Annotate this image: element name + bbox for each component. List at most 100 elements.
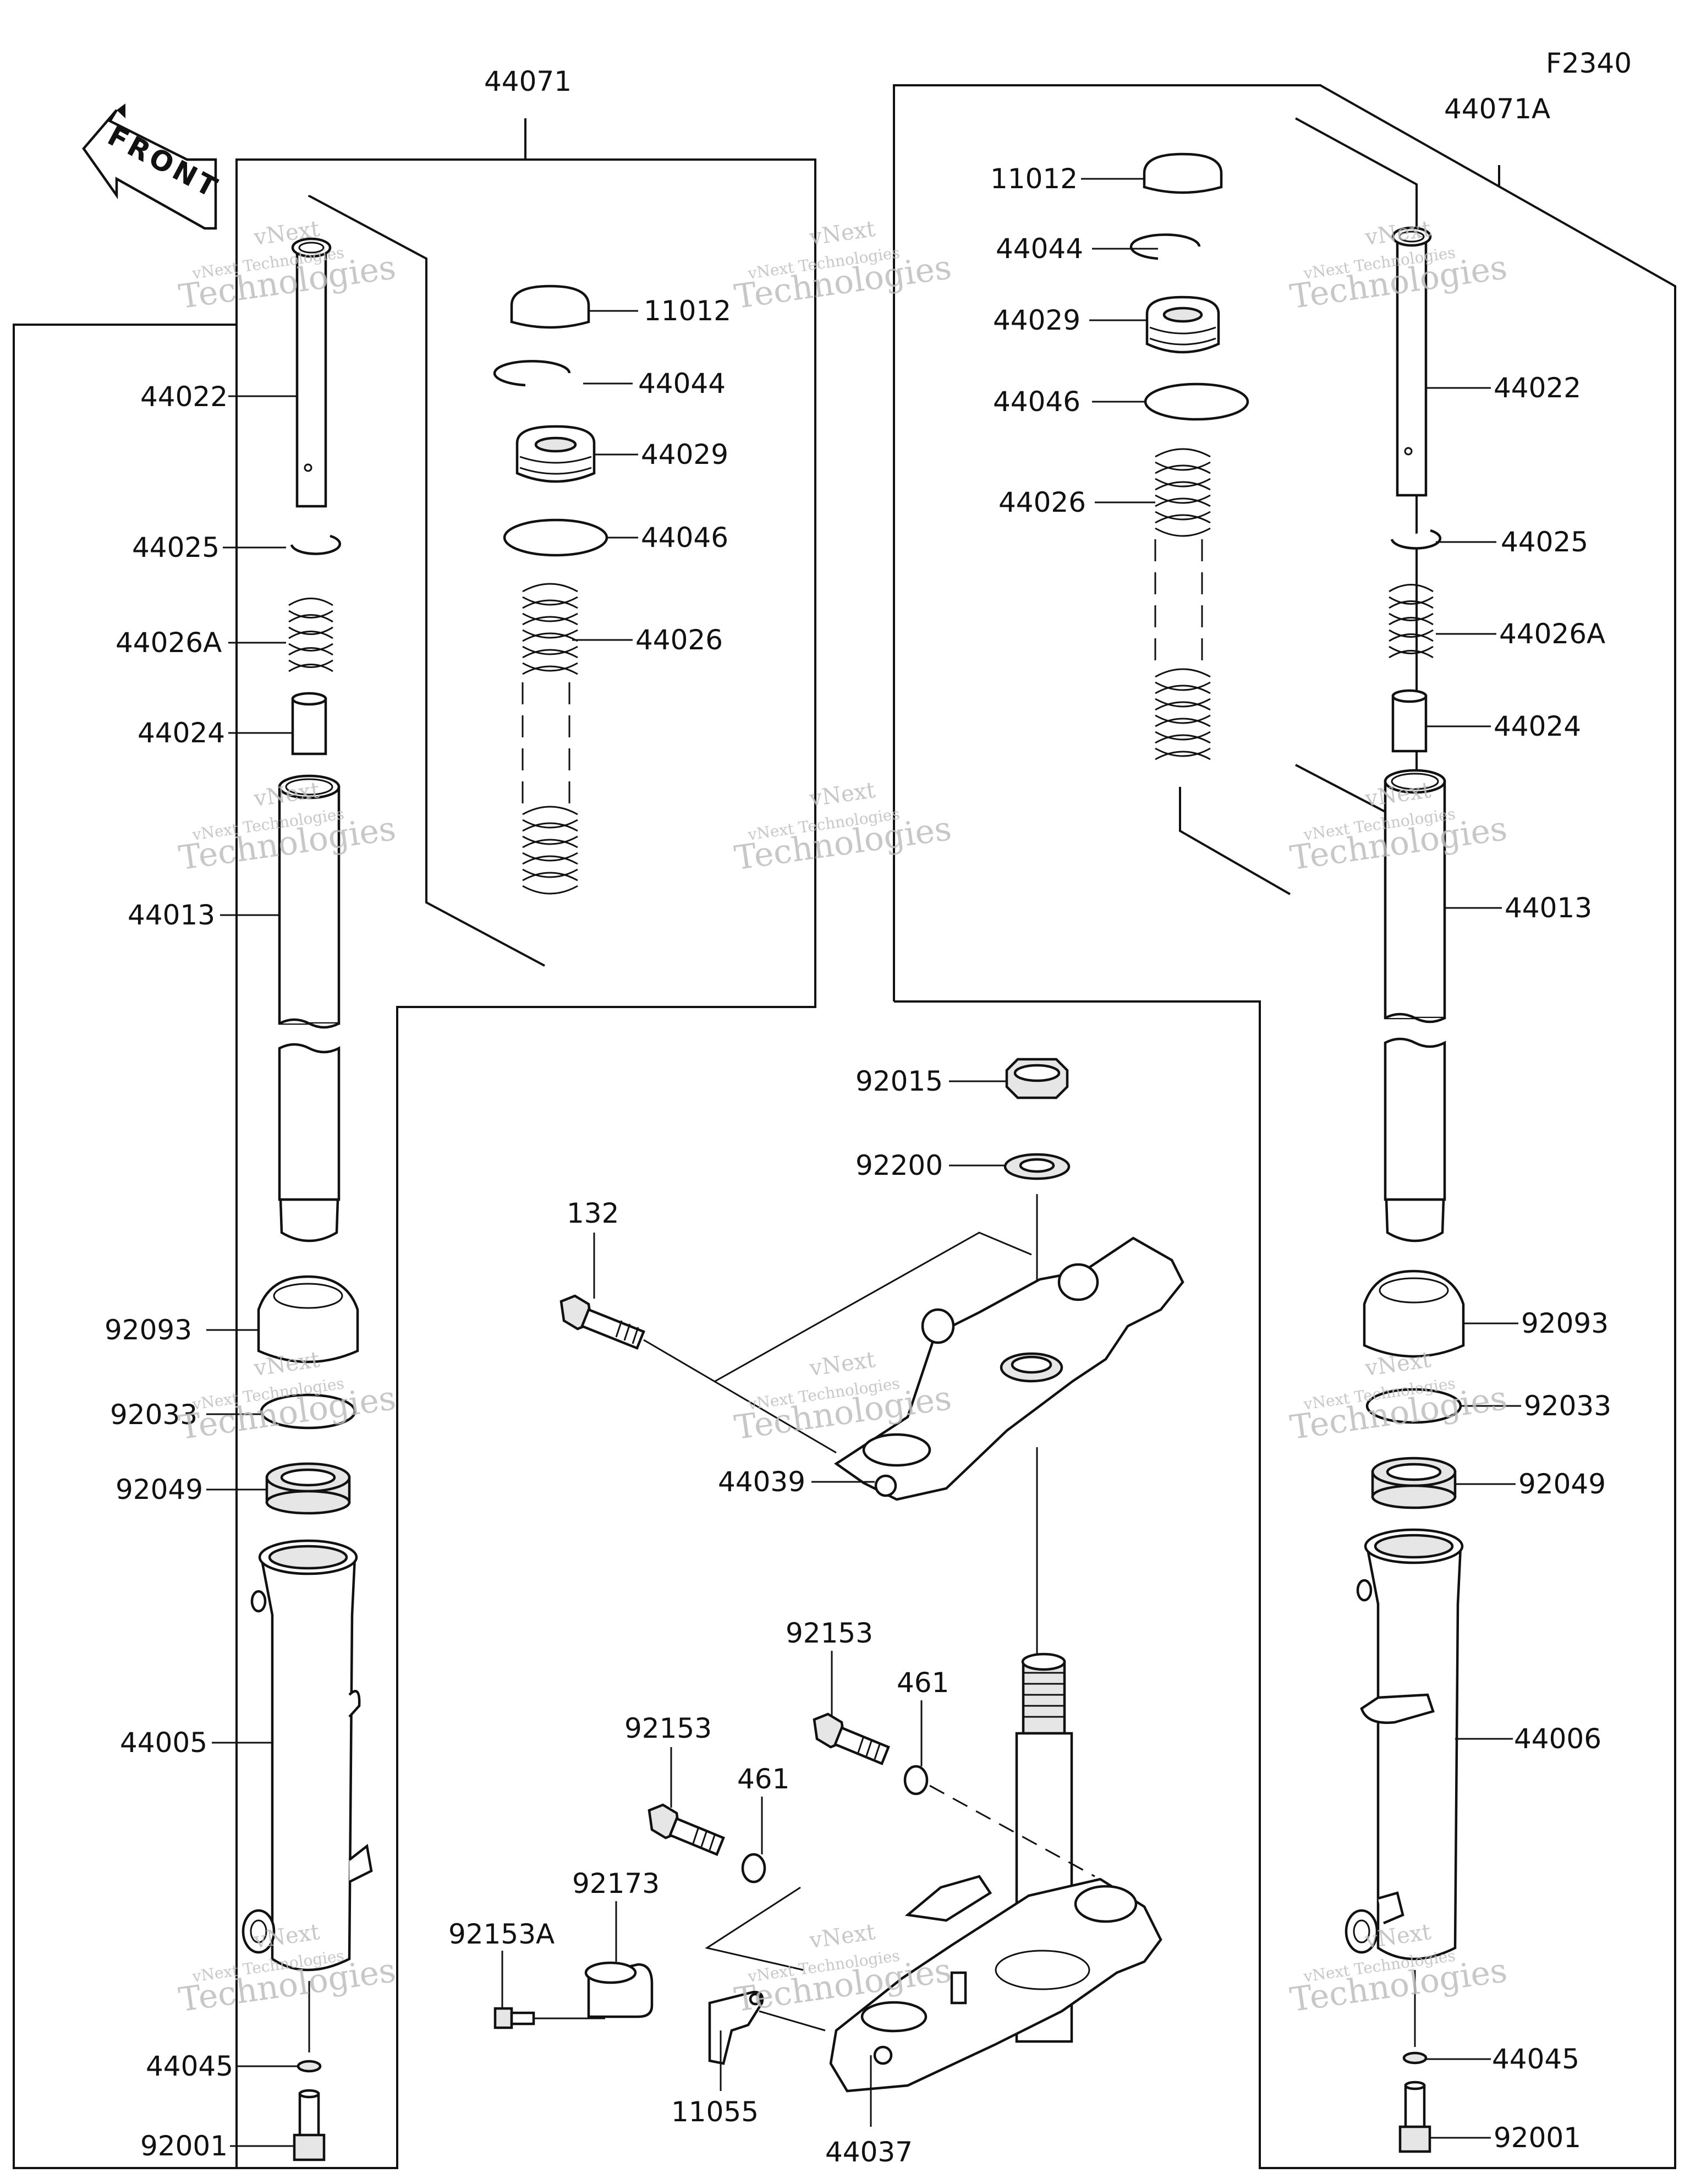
label-44024-right: 44024: [1494, 710, 1581, 742]
part-92001-right: [1398, 2081, 1431, 2153]
label-44045-right: 44045: [1492, 2043, 1579, 2075]
label-44025-left: 44025: [132, 532, 220, 563]
label-44022-right: 44022: [1494, 372, 1581, 404]
label-44025-right: 44025: [1501, 526, 1588, 558]
right-cap-stack: [1129, 152, 1249, 760]
leader-132-to-44039: [643, 1339, 837, 1454]
part-44025-left: [290, 534, 342, 555]
label-92033-right: 92033: [1524, 1390, 1611, 1422]
part-92153-a: [813, 1712, 890, 1765]
part-44044-left: [493, 360, 571, 387]
label-92153-b: 92153: [624, 1712, 712, 1744]
label-44029-right: 44029: [993, 304, 1080, 336]
watermark-text: vNext: [1363, 1347, 1433, 1381]
part-44006-right: [1345, 1528, 1464, 1961]
figure-code: F2340: [1546, 47, 1632, 79]
part-11012-left: [510, 284, 590, 329]
part-92049-right: [1371, 1457, 1457, 1509]
part-44045-right: [1402, 2051, 1428, 2065]
label-92093-right: 92093: [1521, 1307, 1609, 1339]
steering-center: [493, 1058, 1184, 2093]
label-92173: 92173: [572, 1868, 660, 1900]
label-92049-right: 92049: [1518, 1468, 1606, 1500]
leader-v-lower: [705, 1886, 804, 1971]
label-44039: 44039: [718, 1466, 805, 1498]
part-92153A: [493, 2007, 605, 2029]
part-44025-right: [1390, 529, 1442, 550]
label-11055: 11055: [671, 2096, 759, 2128]
label-44013-right: 44013: [1505, 892, 1592, 924]
watermark-text: vNext: [808, 1347, 877, 1381]
label-92033-left: 92033: [110, 1399, 197, 1431]
label-44071: 44071: [484, 65, 572, 97]
part-44029-left: [515, 425, 596, 483]
label-92153-a: 92153: [786, 1617, 873, 1649]
bracket-right-inner: [1295, 117, 1418, 830]
label-44044-right: 44044: [996, 233, 1083, 265]
part-92200: [1003, 1153, 1071, 1180]
bracket-center-right: [1179, 787, 1291, 895]
part-44005-left: [242, 1539, 373, 1972]
part-44026A-left: [288, 598, 333, 672]
right-fork: [1345, 226, 1465, 2153]
part-92093-right: [1363, 1269, 1465, 1358]
part-44045-left: [297, 2060, 322, 2073]
group-outlines: [13, 84, 1676, 2169]
part-11012-right: [1143, 152, 1223, 194]
label-44029-left: 44029: [641, 439, 728, 470]
label-461-a: 461: [897, 1667, 949, 1699]
part-44037: [829, 1652, 1162, 2093]
label-92153A: 92153A: [448, 1918, 555, 1950]
part-461-a: [903, 1765, 929, 1796]
label-44045-left: 44045: [146, 2050, 233, 2082]
leader-lines: [206, 178, 1521, 2147]
part-92015: [1005, 1058, 1069, 1099]
label-44006-right: 44006: [1514, 1723, 1601, 1755]
label-92001-right: 92001: [1494, 2122, 1581, 2154]
bracket-left-inner: [308, 195, 545, 967]
part-44026-right: [1154, 448, 1211, 760]
label-44026-left: 44026: [635, 624, 723, 656]
label-44026A-left: 44026A: [116, 627, 222, 659]
part-92049-left: [265, 1462, 351, 1515]
part-461-b: [741, 1853, 766, 1884]
label-44013-left: 44013: [128, 899, 215, 931]
part-44022-right: [1391, 226, 1432, 497]
part-92033-left: [260, 1393, 356, 1430]
part-44013-left: [278, 774, 341, 1242]
watermark-text: vNext: [808, 1919, 877, 1953]
label-92093-left: 92093: [105, 1314, 192, 1346]
part-92093-left: [257, 1275, 359, 1364]
label-44022-left: 44022: [140, 381, 228, 413]
leader-461-dash: [929, 1785, 1095, 1878]
label-11012-right: 11012: [990, 163, 1078, 195]
watermark-text: vNext: [808, 216, 877, 250]
part-44044-right: [1129, 233, 1201, 260]
label-44005-left: 44005: [120, 1727, 207, 1759]
part-44024-left: [291, 692, 327, 756]
leader-11055-to-44037: [759, 2010, 826, 2032]
part-44026-left: [522, 583, 578, 895]
part-44024-right: [1391, 689, 1428, 753]
label-92015: 92015: [855, 1065, 943, 1097]
label-44071A: 44071A: [1444, 93, 1550, 125]
part-44039: [833, 1236, 1184, 1501]
label-44046-right: 44046: [993, 386, 1080, 418]
left-cap-stack: [493, 284, 608, 895]
label-92049-left: 92049: [116, 1474, 203, 1506]
part-44029-right: [1145, 295, 1220, 354]
left-fork: [242, 237, 373, 2161]
leader-v-upper: [715, 1231, 1032, 1382]
label-44046-left: 44046: [641, 522, 728, 554]
outline-44071A-right: [893, 84, 1676, 2169]
part-92153-b: [648, 1803, 725, 1856]
part-labels: F2340 44071 44071A 44022 44025 44026A 44…: [105, 47, 1632, 2168]
label-461-b: 461: [737, 1763, 789, 1795]
